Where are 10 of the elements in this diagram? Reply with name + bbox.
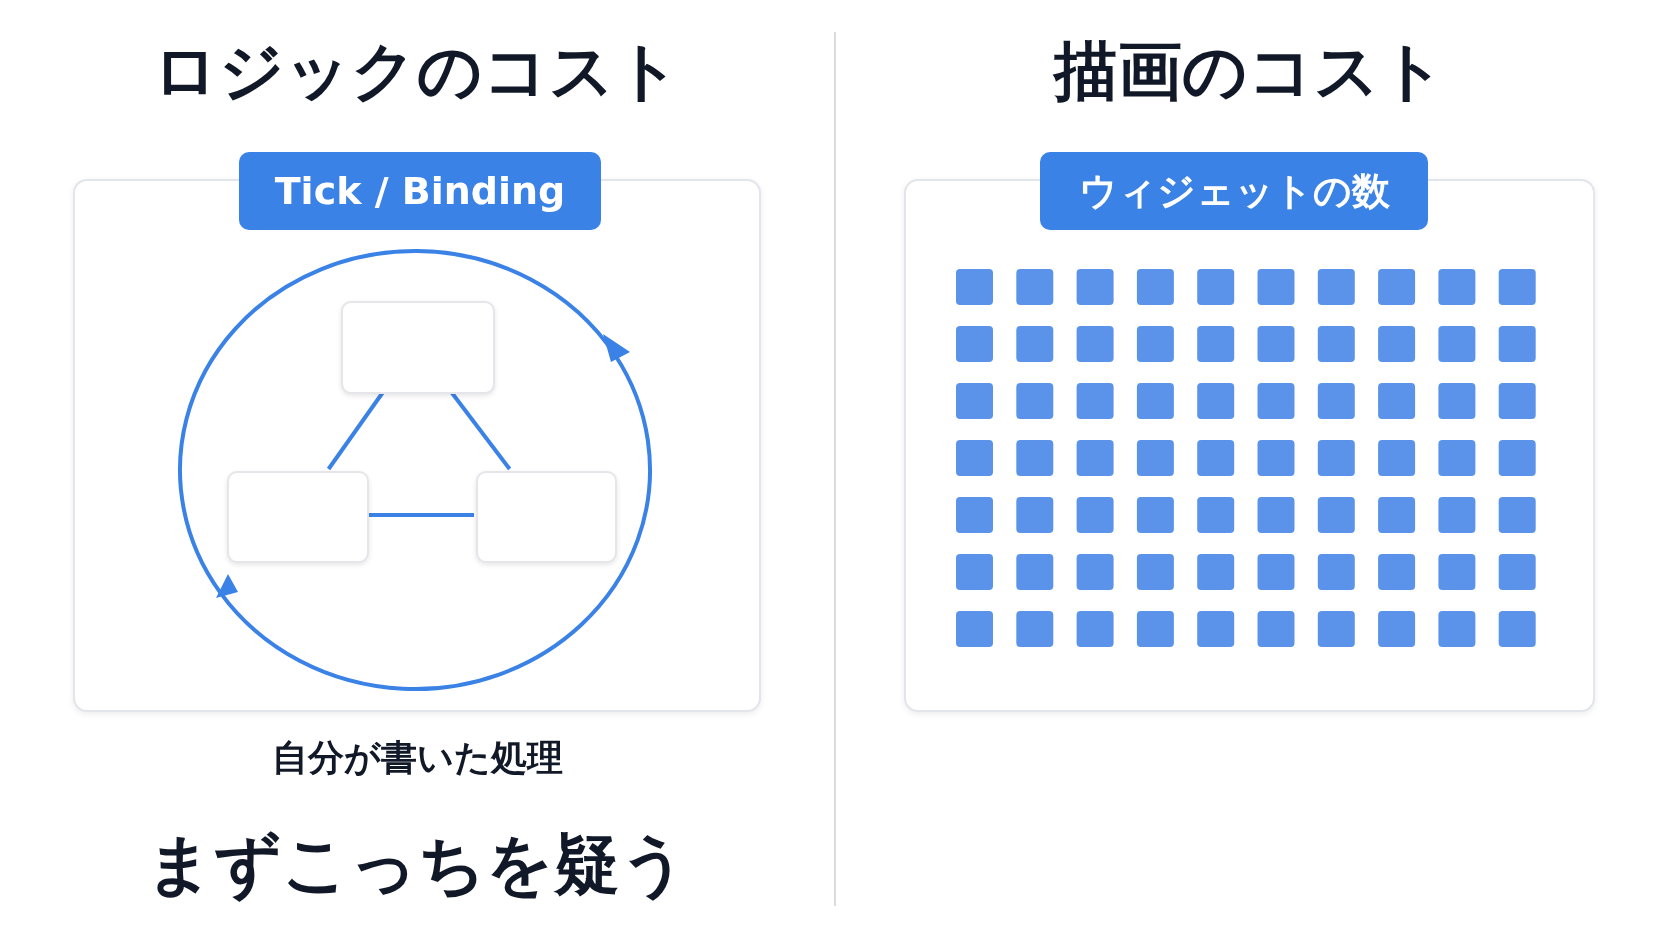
note-text: まずこっちを疑う <box>145 825 689 905</box>
heading: 描画のコスト <box>1052 33 1447 110</box>
heading: ロジックのコスト <box>152 33 682 110</box>
node-label: 自分が書いた処理 <box>270 736 564 780</box>
empty-box <box>227 471 369 563</box>
empty-box <box>476 471 617 563</box>
header-tab: Tick / Binding <box>239 152 601 230</box>
header-tab: ウィジェットの数 <box>1040 152 1428 230</box>
empty-box <box>341 301 495 394</box>
connector-line <box>367 513 474 517</box>
